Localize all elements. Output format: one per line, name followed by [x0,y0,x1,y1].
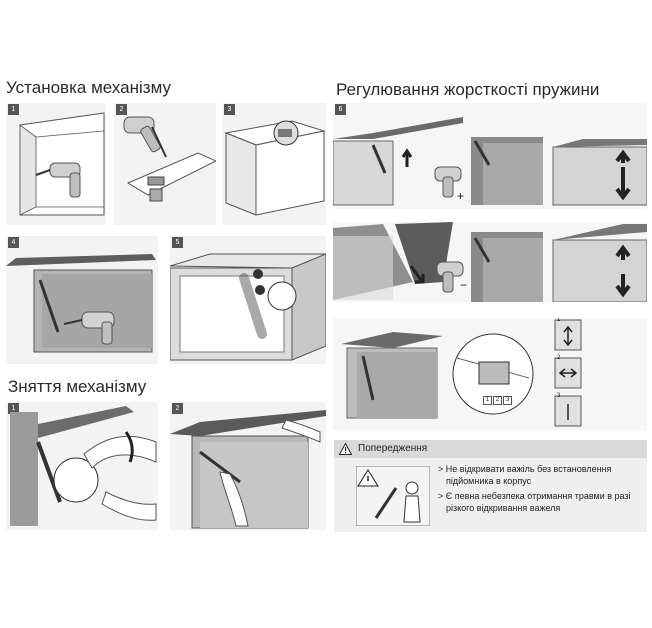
adjust-section-title: Регулювання жорсткості пружини [336,80,600,99]
lever-connection-illustration [170,253,326,361]
bracket-screwing-illustration [123,116,216,202]
adjust-step-1-panel: 6 + [333,103,647,209]
cabinet-drilling-illustration [19,112,105,216]
setting-label-3: 3 [557,393,561,399]
warning-illustration [356,466,430,526]
step-number: 6 [335,104,346,115]
step-number: 2 [116,104,127,115]
warning-bullet-1: > Не відкривати важіль без встановлення [438,464,612,474]
warning-bullet-2-cont: різкого відкривання важеля [446,503,561,513]
install-step-5-panel: 5 [170,236,326,364]
warning-body: > Не відкривати важіль без встановлення … [334,458,647,532]
step-number: 1 [8,403,19,414]
step-number: 5 [172,237,183,248]
mechanism-removal-illustration [10,406,157,526]
install-step-4-panel: 4 [6,236,158,364]
setting-mark: 1 [483,396,492,405]
warning-bullet-1-cont: підйомника в корпус [446,476,532,486]
remove-step-1-panel: 1 [6,402,158,530]
minus-sign: − [460,278,468,292]
bullet-arrow-icon: > [438,491,444,501]
warning-title: Попередження [358,443,428,454]
lift-mounting-illustration [6,254,156,353]
install-step-1-panel: 1 [6,103,106,225]
adjust-step-3-panel: 1 2 3 1 2 3 [333,318,647,430]
warning-triangle-icon [339,443,352,455]
step-number: 3 [224,104,235,115]
spring-decrease-illustration [333,222,647,302]
drill-icon [63,311,115,345]
warning-bullet-2: > Є певна небезпека отримання травми в р… [438,491,631,501]
drill-icon [123,116,167,158]
adjuster-settings-illustration [341,319,582,427]
spring-increase-illustration [333,117,647,206]
lift-detach-illustration [170,410,326,529]
warning-header: Попередження [334,440,647,458]
adjust-step-2-panel: − [333,222,647,302]
bullet-arrow-icon: > [438,464,444,474]
mechanism-fixing-illustration [224,120,326,216]
install-step-2-panel: 2 [114,103,216,225]
remove-section-title: Зняття механізму [8,377,147,396]
install-step-3-panel: 3 [222,103,326,225]
step-number: 2 [172,403,183,414]
setting-mark: 2 [493,396,502,405]
remove-step-2-panel: 2 [170,402,326,530]
step-number: 1 [8,104,19,115]
drill-icon [35,162,81,198]
step-number: 4 [8,237,19,248]
install-section-title: Установка механізму [6,78,171,97]
setting-label-2: 2 [557,355,561,361]
plus-sign: + [457,189,465,203]
drill-icon [436,261,464,293]
setting-mark: 3 [503,396,512,405]
setting-label-1: 1 [557,318,561,323]
drill-icon [434,166,462,198]
